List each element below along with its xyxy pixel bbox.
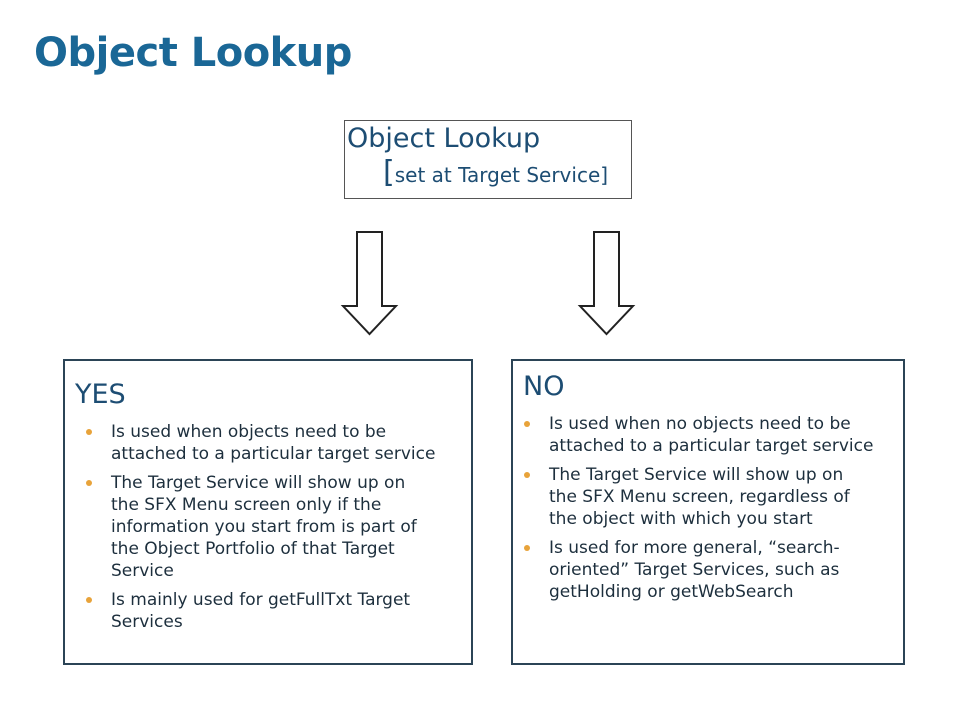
bullet-line: The Target Service will show up on xyxy=(111,473,406,493)
bullet-dot-icon xyxy=(524,421,530,427)
page-title: Object Lookup xyxy=(34,30,352,76)
object-lookup-box: Object Lookup [set at Target Service] xyxy=(344,120,632,199)
bullet-line: getHolding or getWebSearch xyxy=(549,582,794,602)
bullet-dot-icon xyxy=(524,472,530,478)
bullet-line: the Object Portfolio of that Target xyxy=(111,539,395,559)
object-lookup-sublabel: [set at Target Service] xyxy=(383,158,609,188)
sublabel-text: set at Target Service xyxy=(394,163,601,187)
bullet-dot-icon xyxy=(86,597,92,603)
yes-heading: YES xyxy=(75,379,126,410)
no-heading: NO xyxy=(523,371,565,402)
bullet-line: oriented” Target Services, such as xyxy=(549,560,840,580)
bullet-line: Is used when objects need to be xyxy=(111,422,387,442)
bullet-line: Is mainly used for getFullTxt Target xyxy=(111,590,411,610)
bullet-line: Services xyxy=(111,612,183,632)
bracket-close: ] xyxy=(600,163,609,187)
bullet-item: Is used for more general, “search-orient… xyxy=(513,537,873,603)
bullet-line: the SFX Menu screen only if the xyxy=(111,495,382,515)
bullet-dot-icon xyxy=(86,429,92,435)
bracket-open: [ xyxy=(383,155,395,190)
bullet-line: the SFX Menu screen, regardless of xyxy=(549,487,850,507)
arrow-down-icon-left xyxy=(340,231,399,336)
bullet-line: Is used for more general, “search- xyxy=(549,538,840,558)
bullet-line: Service xyxy=(111,561,174,581)
arrow-down-icon-right xyxy=(577,231,636,336)
bullet-dot-icon xyxy=(524,545,530,551)
object-lookup-label: Object Lookup xyxy=(347,123,541,154)
bullet-line: the object with which you start xyxy=(549,509,813,529)
bullet-line: attached to a particular target service xyxy=(111,444,436,464)
bullet-line: Is used when no objects need to be xyxy=(549,414,851,434)
bullet-dot-icon xyxy=(86,480,92,486)
bullet-line: attached to a particular target service xyxy=(549,436,874,456)
bullet-line: information you start from is part of xyxy=(111,517,417,537)
bullet-line: The Target Service will show up on xyxy=(549,465,844,485)
